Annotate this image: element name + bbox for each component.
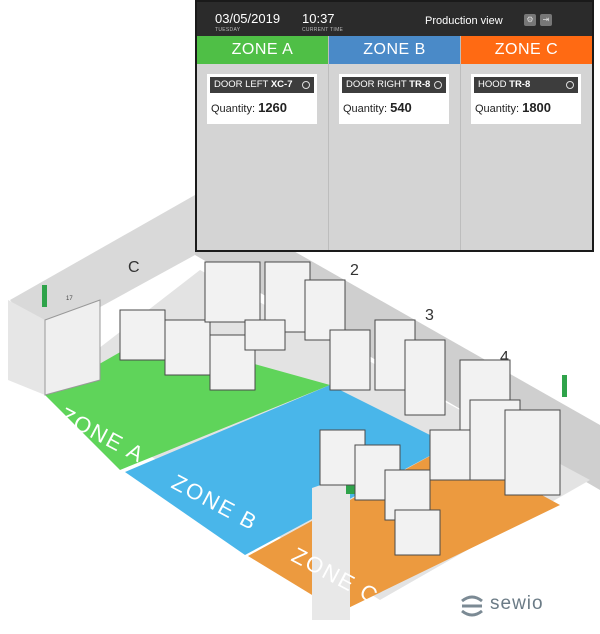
menu-icon[interactable] (566, 81, 574, 89)
rack-number-3: 3 (425, 307, 434, 324)
zone-b-header[interactable]: ZONE B (329, 36, 460, 64)
logout-icon[interactable]: ⇥ (540, 14, 552, 26)
menu-icon[interactable] (434, 81, 442, 89)
zone-a-quantity: Quantity: 1260 (211, 100, 288, 115)
front-right-wall (312, 475, 350, 620)
front-left-wall (8, 300, 45, 395)
door-number: 17 (66, 296, 73, 302)
time-caption: CURRENT TIME (302, 27, 344, 33)
zone-b-column: ZONE B DOOR RIGHT TR-8 Quantity: 540 (329, 36, 460, 250)
time-value: 10:37 (302, 11, 335, 26)
view-title: Production view (425, 15, 503, 27)
sewio-logo-icon (461, 595, 483, 617)
zone-b-part: DOOR RIGHT TR-8 (342, 77, 446, 93)
zone-c-part: HOOD TR-8 (474, 77, 578, 93)
column-divider (460, 36, 461, 250)
right-sign-green (562, 375, 567, 397)
production-dashboard: 03/05/2019 TUESDAY 10:37 CURRENT TIME Pr… (195, 0, 594, 252)
zone-a-header[interactable]: ZONE A (197, 36, 328, 64)
dashboard-header: 03/05/2019 TUESDAY 10:37 CURRENT TIME Pr… (197, 2, 592, 36)
date-value: 03/05/2019 (215, 11, 281, 26)
zone-c-header[interactable]: ZONE C (461, 36, 592, 64)
zone-b-floor (125, 385, 450, 555)
door-sign-green (42, 285, 47, 307)
day-caption: TUESDAY (215, 27, 241, 33)
menu-icon[interactable] (302, 81, 310, 89)
settings-icon[interactable]: ⚙ (524, 14, 536, 26)
zone-b-card[interactable]: DOOR RIGHT TR-8 Quantity: 540 (339, 74, 449, 124)
racks-group (119, 261, 561, 556)
zone-a-card[interactable]: DOOR LEFT XC-7 Quantity: 1260 (207, 74, 317, 124)
wall-letter-c: C (128, 259, 140, 276)
brand-name: sewio (490, 593, 544, 614)
rack-number-4: 4 (500, 349, 509, 366)
zone-a-column: ZONE A DOOR LEFT XC-7 Quantity: 1260 (197, 36, 328, 250)
door-frame (44, 299, 101, 396)
zone-c-quantity: Quantity: 1800 (475, 100, 552, 115)
zone-a-part: DOOR LEFT XC-7 (210, 77, 314, 93)
rack-number-2: 2 (350, 262, 359, 279)
zone-b-quantity: Quantity: 540 (343, 100, 412, 115)
zone-c-card[interactable]: HOOD TR-8 Quantity: 1800 (471, 74, 581, 124)
column-divider (328, 36, 329, 250)
zone-a-floor (45, 335, 330, 470)
left-back-wall (10, 195, 195, 340)
zone-c-column: ZONE C HOOD TR-8 Quantity: 1800 (461, 36, 592, 250)
